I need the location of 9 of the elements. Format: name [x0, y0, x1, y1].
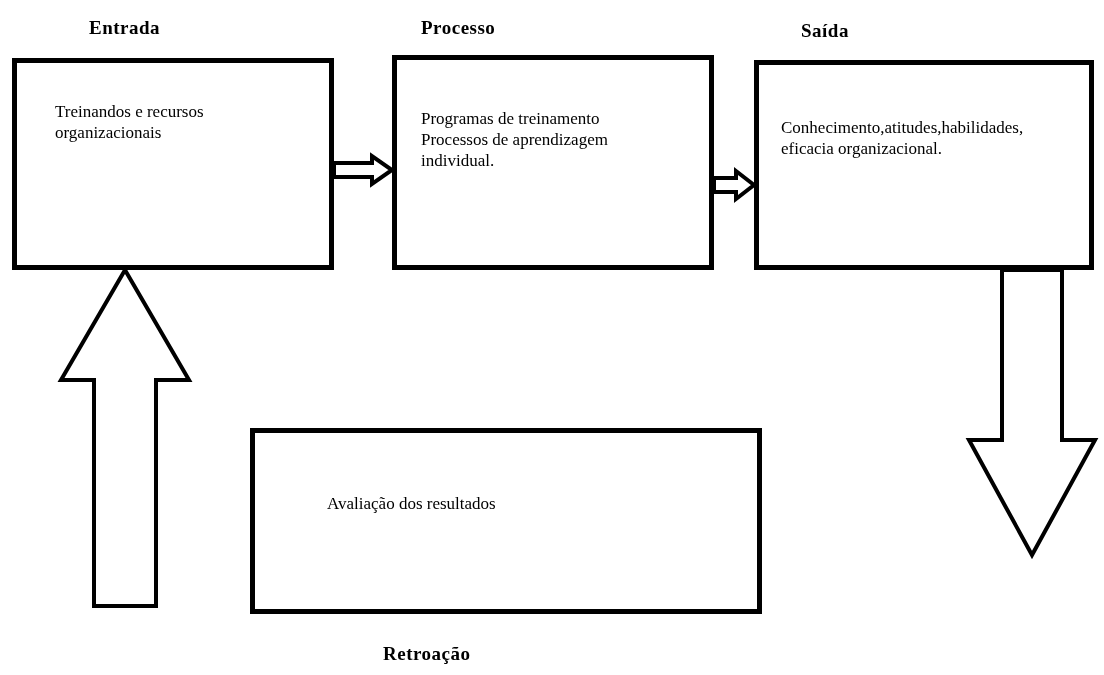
stage-heading: Entrada	[89, 17, 161, 39]
box-text: Conhecimento,atitudes,habilidades, eficacia organizacional.	[781, 117, 1025, 159]
box-text: Treinandos e recursos organizacionais	[55, 101, 205, 143]
box-text: Programas de treinamento Processos de aprendizagem individual.	[421, 108, 609, 171]
box-text: Avaliação dos resultados	[327, 493, 497, 514]
stage-heading: Saída	[801, 20, 849, 42]
stage-heading: Processo	[421, 17, 496, 39]
block-arrow	[965, 268, 1099, 560]
stage-heading: Retroação	[383, 643, 471, 665]
